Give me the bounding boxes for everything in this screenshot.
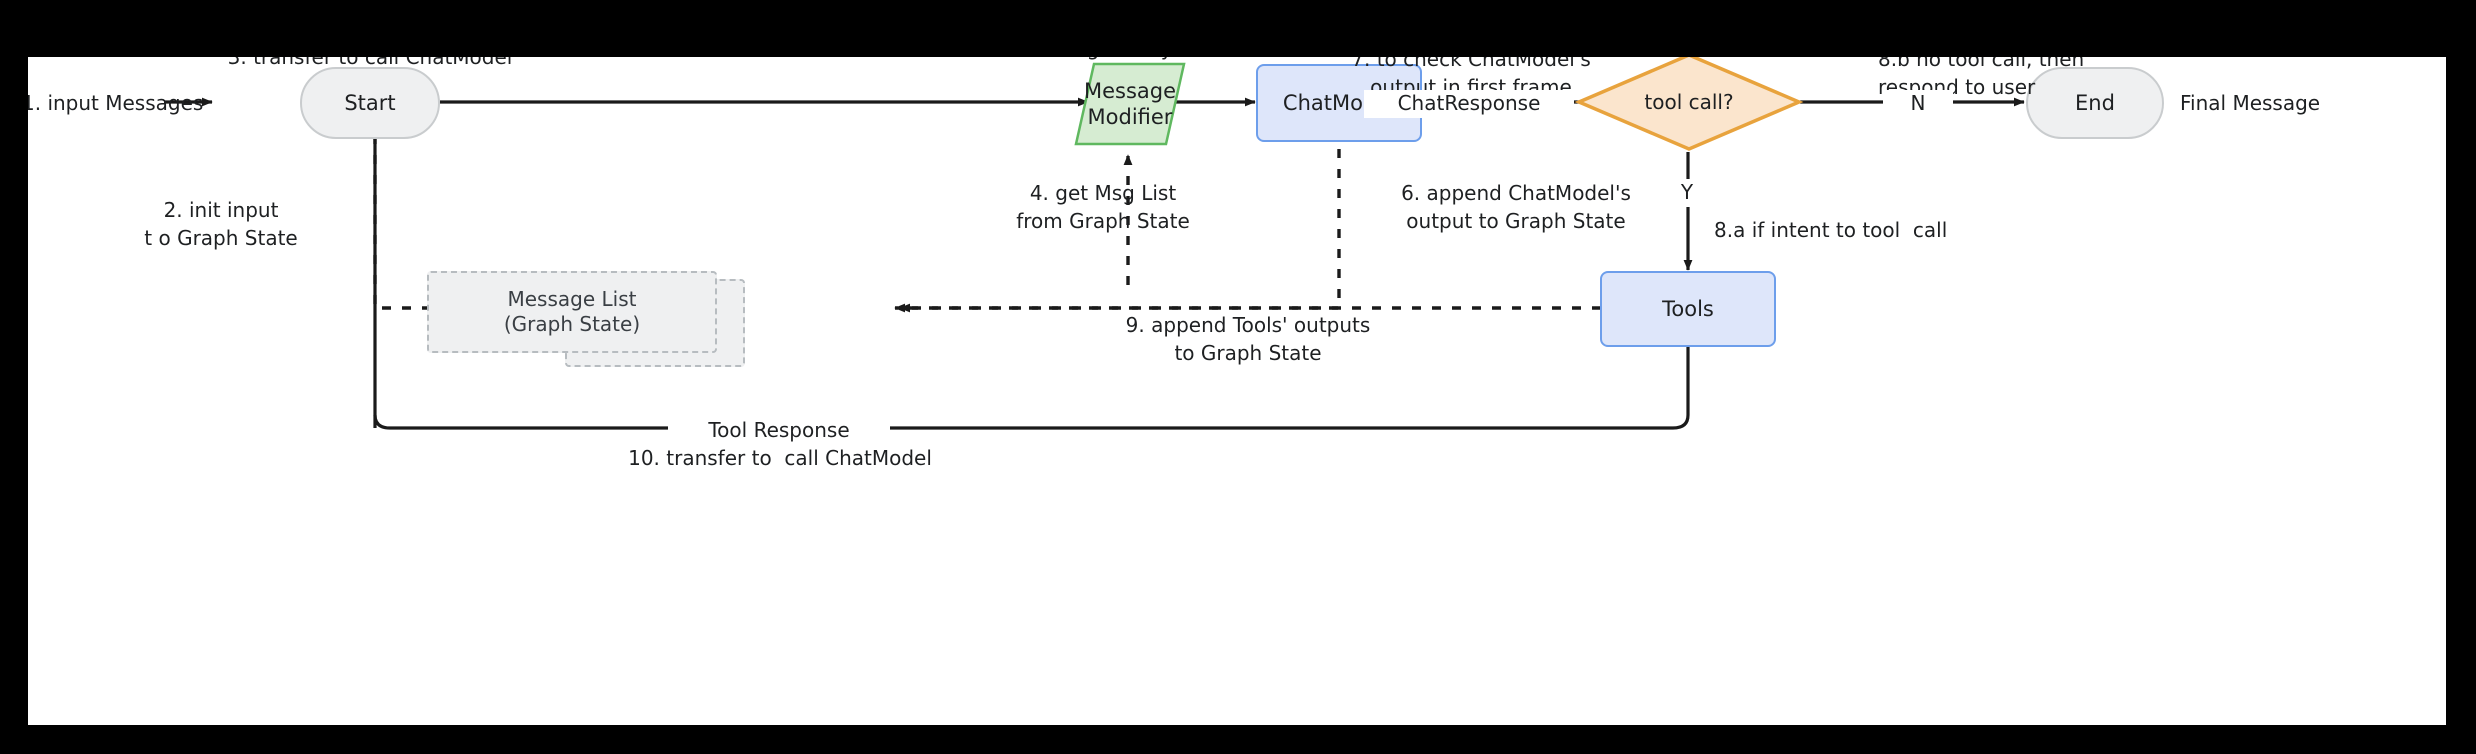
edge-label-tool-response: Tool Response <box>668 417 890 445</box>
node-tools[interactable]: Tools <box>1600 271 1776 347</box>
edge-tools-return-rail <box>373 347 1690 430</box>
edge-label-chatresponse: ChatResponse <box>1364 90 1574 118</box>
diamond-shape <box>1574 57 1804 151</box>
edge-label-no-tool-call: 8.b no tool call, then respond to user <box>1878 57 2085 99</box>
edge-label-if-intent-tool-call: 8.a if intent to tool call <box>1714 218 1948 242</box>
edge-label-init-input: 2. init input t o Graph State <box>144 198 298 250</box>
edge-label-transfer-to-call-chatmodel: 3. transfer to call ChatModel <box>227 57 513 69</box>
node-tool-call-label: tool call? <box>1644 90 1734 114</box>
node-message-modifier[interactable]: Message Modifier <box>1074 62 1186 146</box>
diagram-canvas: Start Message Modifier ChatModel tool ca… <box>28 57 2446 725</box>
parallelogram-shape <box>1074 62 1186 146</box>
edge-layer <box>164 97 2025 430</box>
node-tools-label: Tools <box>1662 296 1714 321</box>
node-start[interactable]: Start <box>300 67 440 139</box>
edge-label-get-msg-list: 4. get Msg List from Graph State <box>1016 181 1190 233</box>
node-end-label: End <box>2075 90 2115 115</box>
node-tool-call-decision[interactable]: tool call? <box>1574 57 1804 152</box>
edge-label-final-message: Final Message <box>2180 91 2321 115</box>
edge-label-yes-branch: Y <box>1652 179 1722 207</box>
edge-label-transfer-to-call-chatmodel-return: 10. transfer to call ChatModel <box>628 446 932 470</box>
node-message-modifier-label: Message Modifier <box>1083 78 1177 129</box>
node-message-list-state[interactable]: Message List (Graph State) <box>427 271 717 353</box>
edge-label-append-chatmodel-output: 6. append ChatModel's output to Graph St… <box>1401 181 1631 233</box>
node-start-label: Start <box>344 90 396 115</box>
edge-label-input-messages: 1. input Messages <box>28 91 204 115</box>
edge-start-to-state-dashed <box>373 135 689 313</box>
node-message-list-label: Message List (Graph State) <box>503 287 641 336</box>
edge-label-no-branch: N <box>1883 90 1953 118</box>
edge-label-decorate-msg-list: 5. decorate Msg List By user's Modifier <box>858 57 1406 63</box>
edge-label-append-tools-outputs: 9. append Tools' outputs to Graph State <box>1125 313 1371 365</box>
node-end[interactable]: End <box>2026 67 2164 139</box>
